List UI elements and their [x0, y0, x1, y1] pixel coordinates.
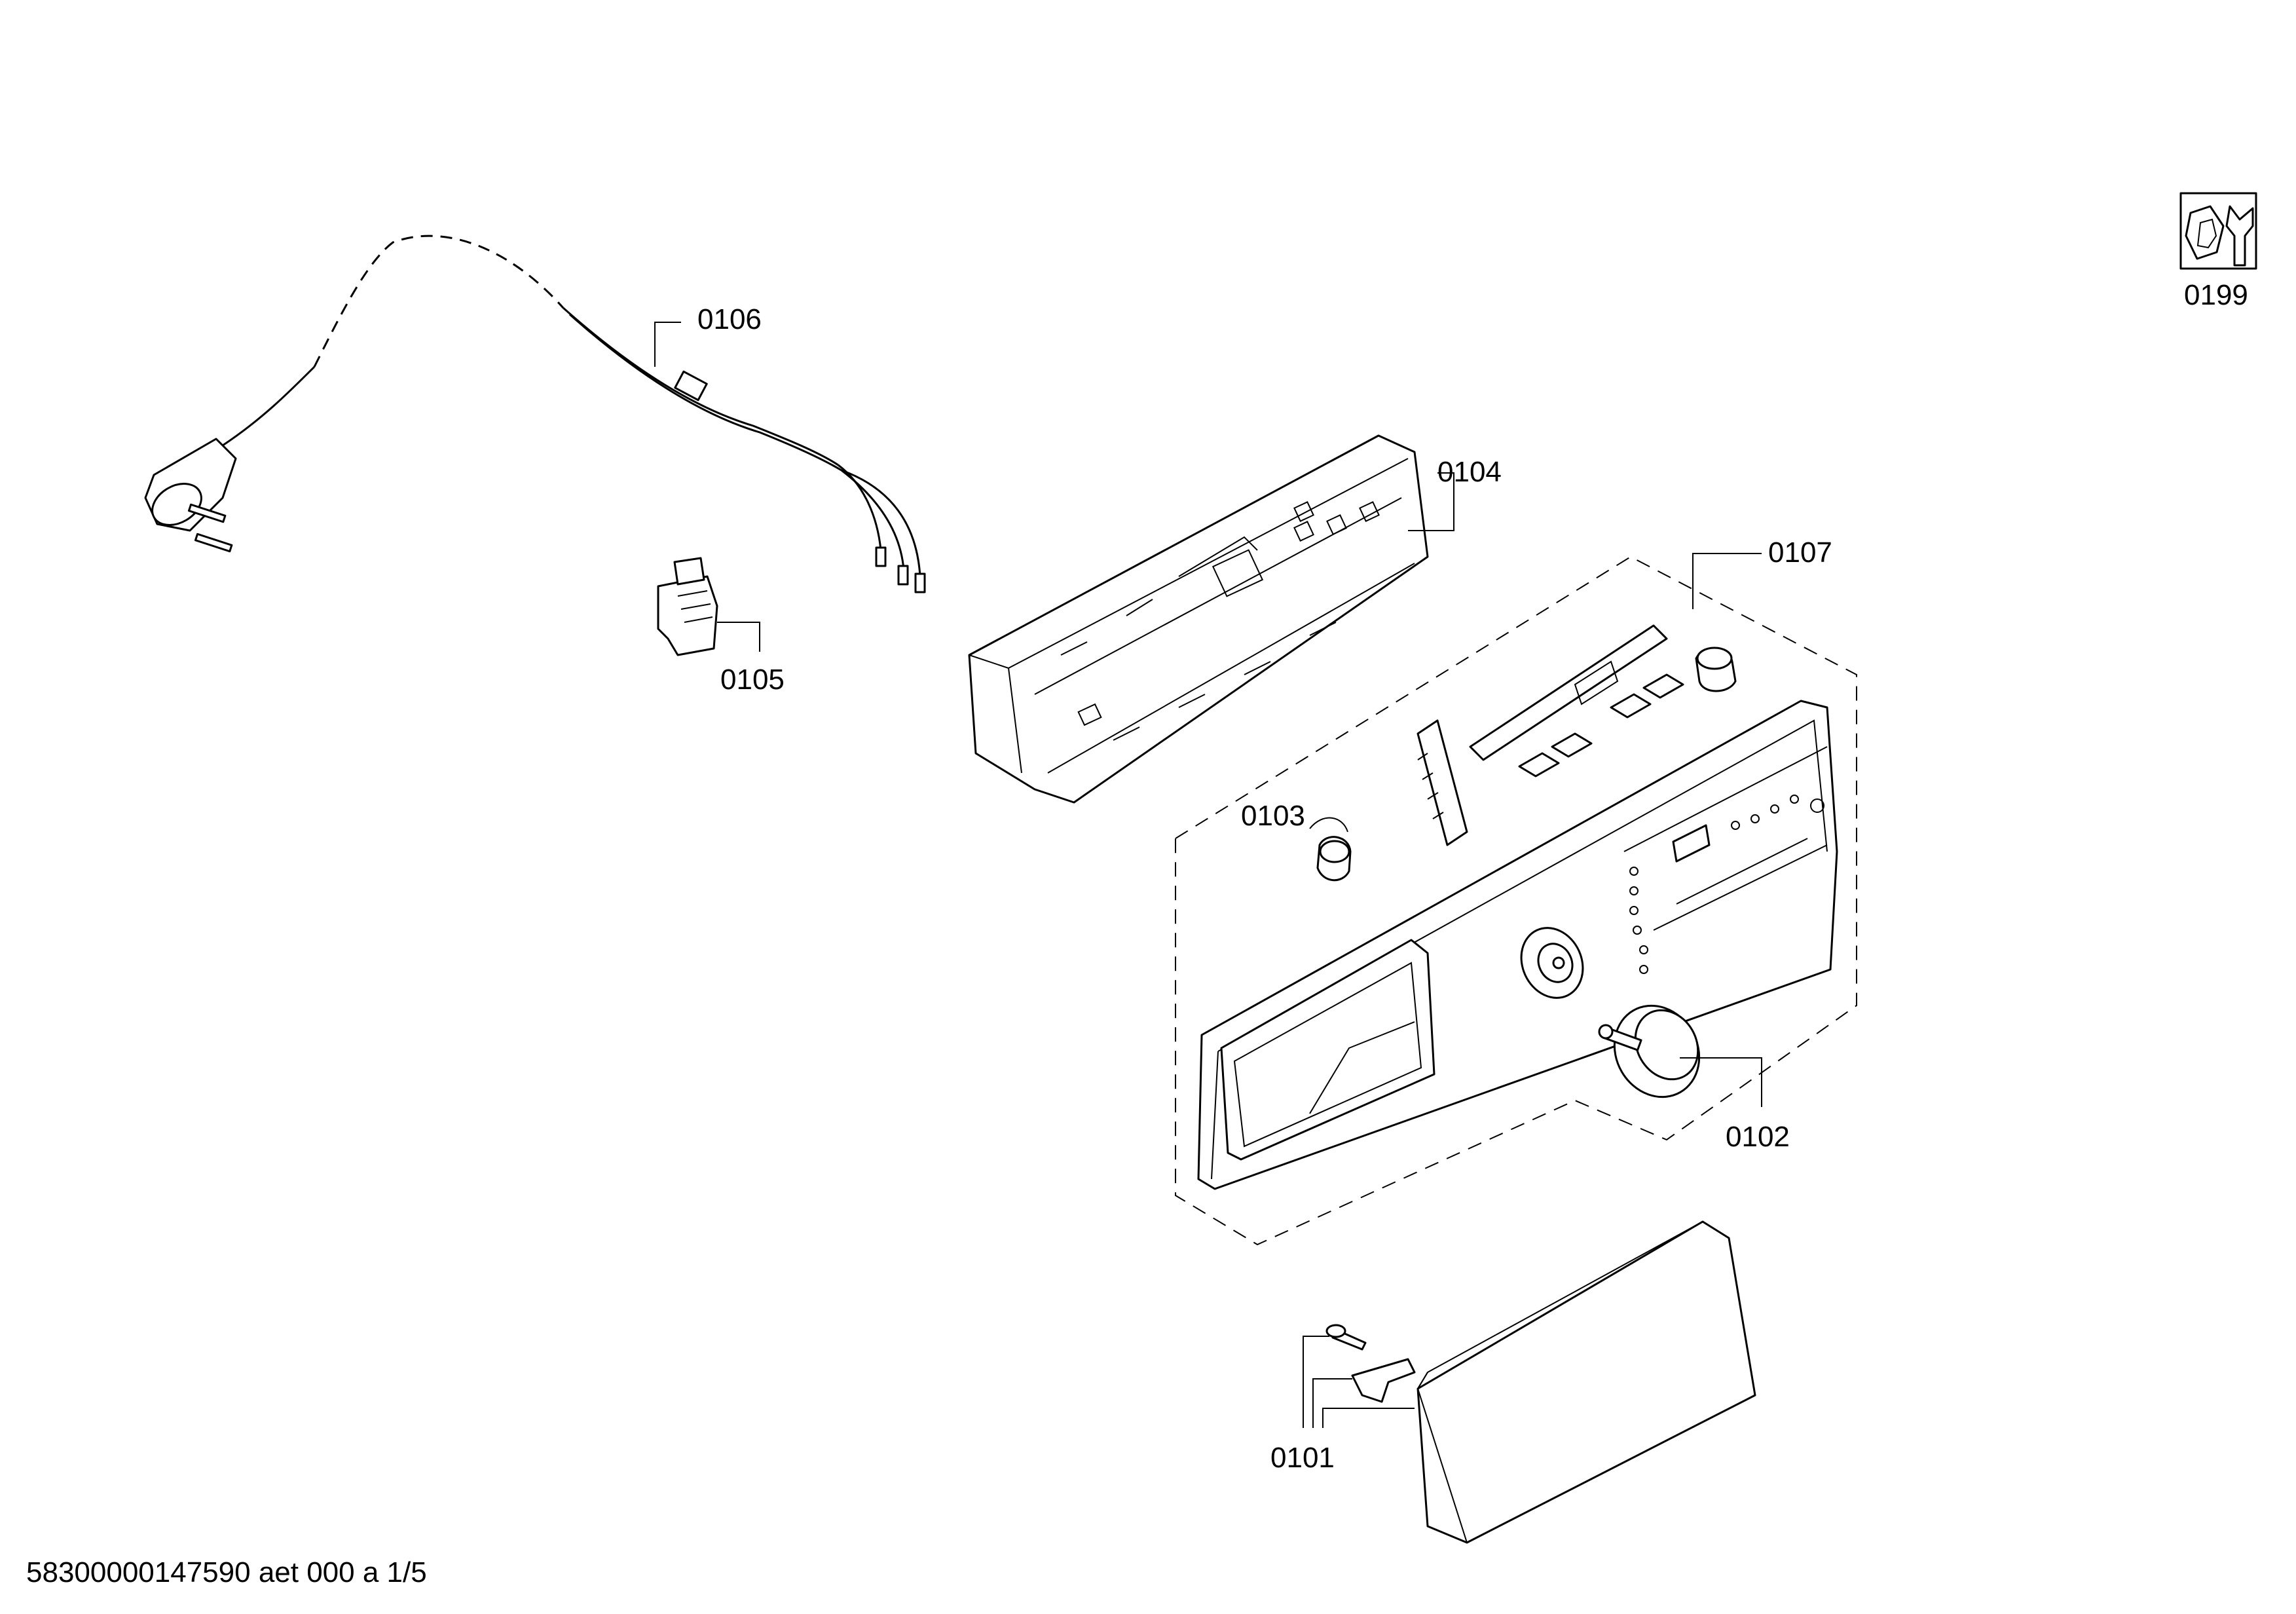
callout-0102: 0102	[1726, 1121, 1790, 1153]
knob-cap-part	[1695, 647, 1737, 692]
power-cable-part-0106	[144, 235, 926, 593]
selector-knob-part-0102	[1598, 1004, 1762, 1107]
callout-0106: 0106	[697, 303, 762, 335]
connector-part-0105	[657, 557, 760, 656]
callout-0103: 0103	[1241, 800, 1305, 832]
callout-0105: 0105	[720, 664, 785, 696]
callout-0107: 0107	[1768, 536, 1832, 569]
display-board-part	[1469, 624, 1684, 778]
electronic-module-part-0104	[968, 434, 1454, 804]
light-guide-comb-part	[1416, 719, 1468, 846]
callout-0104: 0104	[1437, 456, 1502, 488]
nut-wrench-icon	[2179, 192, 2257, 270]
drawer-handle-part-0101	[1303, 1220, 1756, 1544]
drawing-reference-code: 58300000147590 aet 000 a 1/5	[26, 1556, 427, 1588]
assembly-boundary-0107	[1175, 555, 1857, 1246]
control-panel-fascia	[1197, 700, 1838, 1190]
button-part-0103	[1309, 817, 1352, 882]
callout-0101: 0101	[1270, 1442, 1335, 1474]
callout-0199: 0199	[2184, 279, 2248, 311]
